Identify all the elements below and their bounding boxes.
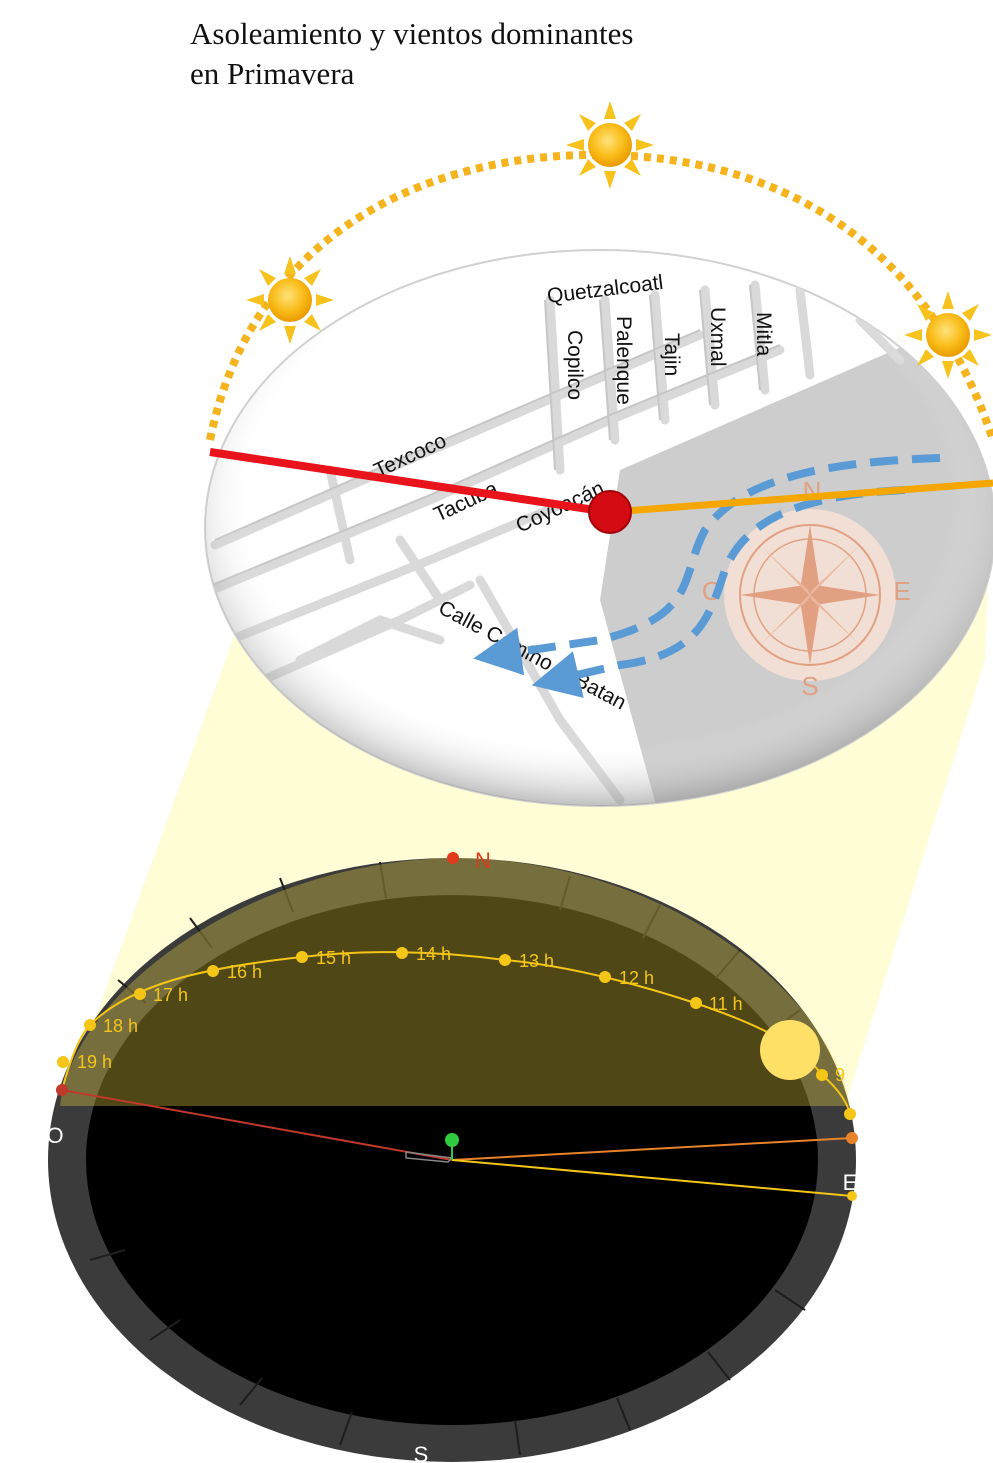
hour-label-9: 9 (835, 1065, 845, 1085)
diagram-sun-azimuth-line (451, 1159, 853, 1197)
diagram-north-label: N (475, 848, 491, 873)
compass-letter-s: S (801, 671, 818, 701)
diagram-sunset-marker (56, 1084, 68, 1096)
hour-label-13: 13 h (519, 951, 554, 971)
street-label-tajin: Tajin (660, 333, 683, 376)
street-label-mitla: Mitla (752, 312, 775, 357)
title-line-2: en Primavera (190, 56, 355, 91)
sun-icon-morning (246, 256, 334, 344)
compass-letter-e: E (893, 576, 910, 606)
sun-icon-noon (566, 101, 654, 189)
street-label-uxmal: Uxmal (706, 307, 729, 367)
hour-dot-15 (296, 951, 308, 963)
hour-dot-11 (690, 997, 702, 1009)
hour-label-16: 16 h (227, 962, 262, 982)
diagram-center-marker (445, 1133, 459, 1147)
hour-label-17: 17 h (153, 985, 188, 1005)
site-location-marker (588, 490, 632, 534)
diagram-sunrise-marker (846, 1132, 858, 1144)
hour-dot-9 (816, 1069, 828, 1081)
sunset-direction-line (209, 448, 609, 516)
hour-dot-12 (599, 971, 611, 983)
sunrise-direction-line (611, 479, 993, 516)
hour-dot-19 (57, 1056, 69, 1068)
hour-dot-18 (84, 1019, 96, 1031)
diagram-east-label: E (843, 1170, 858, 1195)
hour-label-12: 12 h (619, 968, 654, 988)
hour-label-18: 18 h (103, 1016, 138, 1036)
diagram-current-sun (760, 1020, 820, 1080)
sun-path-diagram: 19 h 18 h 17 h 16 h 15 h 14 h 13 h 12 h … (46, 848, 858, 1463)
sun-icon-evening (904, 291, 992, 379)
street-label-copilco: Copilco (563, 330, 586, 400)
compass-rose: N O E S (702, 476, 911, 701)
hour-label-19: 19 h (77, 1052, 112, 1072)
diagram-north-marker (447, 852, 459, 864)
hour-label-11: 11 h (709, 994, 743, 1014)
hour-dot-14 (396, 947, 408, 959)
diagram-title: Asoleamiento y vientos dominantes en Pri… (190, 14, 633, 94)
map-ellipse: N O E S Quetzalcoatl Copilco Palenque Ta… (204, 249, 993, 807)
diagram-azimuth-marker (847, 1191, 857, 1201)
diagram-west-label: O (46, 1123, 63, 1148)
hour-dot-13 (499, 954, 511, 966)
prevailing-wind-arrows (473, 454, 941, 698)
hour-dot-sunrise (844, 1108, 856, 1120)
diagram-sunrise-line (451, 1137, 853, 1161)
hour-dot-17 (134, 988, 146, 1000)
diagram-sunset-line (61, 1089, 453, 1161)
hour-dot-16 (207, 965, 219, 977)
hour-label-15: 15 h (316, 948, 351, 968)
wind-arrow-lower (531, 486, 906, 698)
hour-label-14: 14 h (416, 944, 451, 964)
daylight-overlay (60, 858, 850, 1106)
title-line-1: Asoleamiento y vientos dominantes (190, 16, 634, 51)
diagram-south-label: S (414, 1442, 429, 1463)
street-label-palenque: Palenque (612, 316, 635, 405)
wind-arrow-upper (473, 454, 941, 676)
